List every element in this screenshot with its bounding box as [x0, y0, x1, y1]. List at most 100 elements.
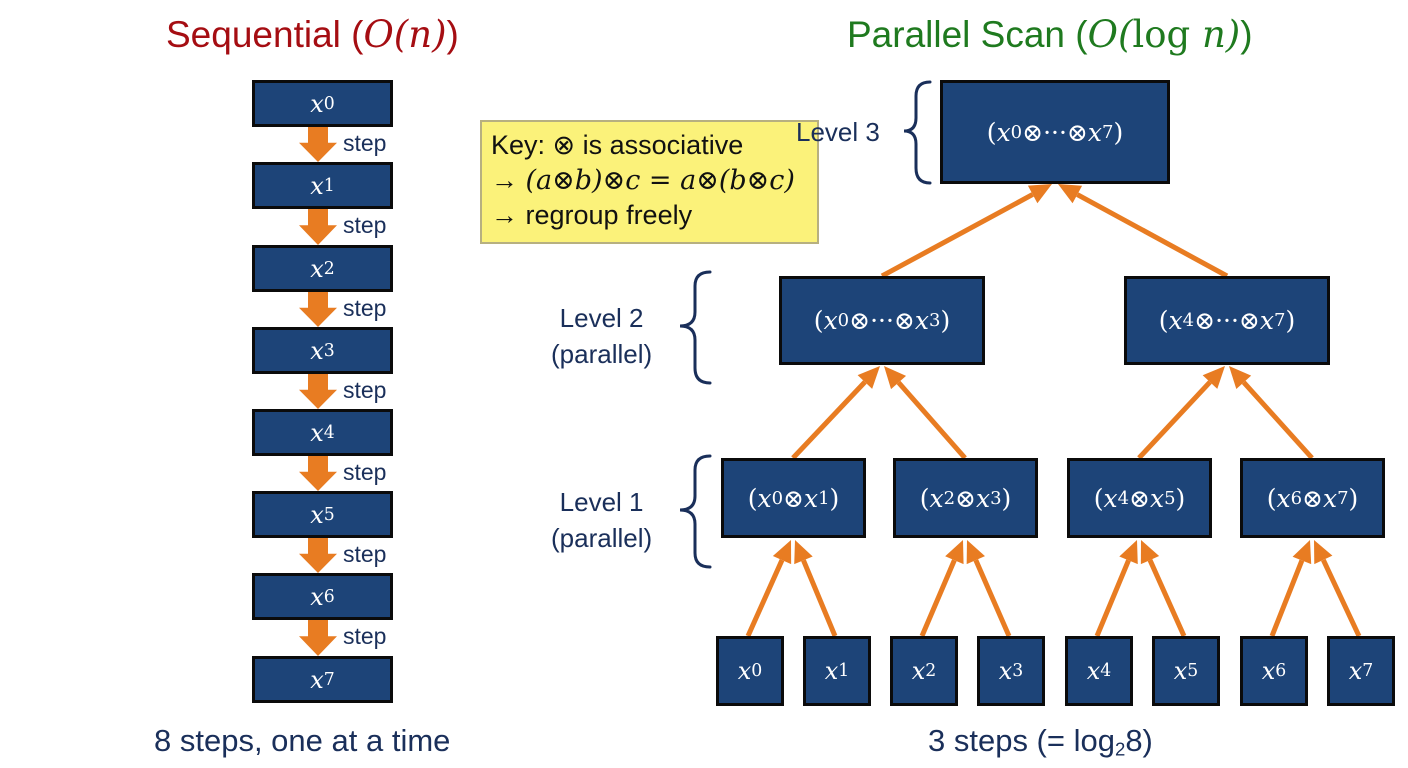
level-3-label: Level 3 — [796, 114, 880, 150]
operand-right-index: 3 — [928, 310, 941, 331]
key-line-2: → (a⊗b)⊗c = a⊗(b⊗c) — [491, 163, 817, 198]
step-label: step — [343, 541, 387, 567]
variable-index: 2 — [323, 258, 335, 279]
variable: x — [310, 500, 324, 529]
parallel-complexity-close: ) — [1225, 13, 1241, 56]
close-paren: ) — [1348, 483, 1359, 513]
level-1-name: Level 1 — [559, 487, 644, 517]
parallel-caption-prefix: 3 steps (= log — [928, 723, 1115, 758]
variable: x — [310, 582, 324, 611]
variable-index: 7 — [323, 669, 335, 690]
variable: x — [1086, 657, 1101, 685]
brace-level2 — [679, 270, 712, 385]
operand-right: x — [914, 306, 929, 335]
step-label: step — [343, 295, 387, 321]
operand-left: x — [1168, 306, 1183, 335]
combine-arrow — [1140, 540, 1187, 638]
step-label: step — [343, 377, 387, 403]
variable: x — [1348, 657, 1363, 685]
operand-left-index: 0 — [771, 487, 784, 509]
operand-right: x — [1322, 483, 1338, 513]
level-1-parallel-note: (parallel) — [551, 523, 653, 553]
level-2-name: Level 2 — [559, 303, 644, 333]
operand-right-index: 7 — [1273, 310, 1286, 331]
operand-right-index: 1 — [818, 487, 830, 509]
step-arrow — [299, 538, 337, 573]
combine-operator: ⊗ — [1129, 483, 1150, 513]
variable: x — [998, 657, 1013, 685]
operand-left-index: 6 — [1290, 487, 1303, 509]
combine-operator: ⊗···⊗ — [1194, 306, 1260, 335]
step-arrow — [299, 620, 337, 656]
tree-arrows — [745, 184, 1362, 638]
variable-index: 2 — [925, 661, 937, 681]
operand-right-index: 5 — [1164, 487, 1176, 509]
operand-left: x — [1276, 483, 1291, 513]
combine-arrow — [1269, 540, 1312, 637]
parallel-title: Parallel Scan (O(log n)) — [847, 16, 1253, 53]
combine-arrow — [1058, 184, 1229, 279]
operand-right-index: 7 — [1337, 487, 1349, 509]
sequential-title-text: Sequential ( — [166, 14, 364, 55]
variable-index: 7 — [1362, 661, 1374, 681]
level-3-name: Level 3 — [796, 117, 880, 147]
sequential-title-close: ) — [446, 14, 459, 55]
parallel-title-close: ) — [1240, 14, 1253, 55]
close-paren: ) — [1001, 483, 1012, 513]
operand-right-index: 7 — [1101, 121, 1114, 143]
step-arrow — [299, 209, 337, 245]
level-braces — [679, 80, 932, 569]
operand-left: x — [996, 117, 1011, 147]
level-2-label: Level 2 (parallel) — [551, 300, 652, 372]
combine-arrow — [791, 366, 880, 460]
sequential-complexity: O(n) — [363, 13, 447, 56]
combine-operator: ⊗···⊗ — [1022, 117, 1088, 147]
sequential-caption: 8 steps, one at a time — [154, 723, 451, 758]
combine-operator: ⊗ — [1302, 483, 1323, 513]
step-label: step — [343, 130, 387, 156]
parallel-caption-suffix: 8) — [1125, 723, 1153, 758]
step-arrow — [299, 127, 337, 162]
close-paren: ) — [940, 306, 951, 335]
variable: x — [911, 657, 926, 685]
variable-index: 5 — [323, 504, 335, 525]
step-label: step — [343, 623, 387, 649]
key-arrow: → — [491, 165, 526, 195]
variable-index: 1 — [323, 175, 335, 196]
variable: x — [1173, 657, 1188, 685]
operand-right: x — [803, 483, 819, 513]
variable-index: 0 — [751, 661, 763, 681]
close-paren: ) — [829, 483, 840, 513]
variable: x — [310, 418, 324, 447]
operand-right: x — [975, 483, 991, 513]
step-label: step — [343, 459, 387, 485]
operand-left-index: 4 — [1182, 310, 1195, 331]
operand-left-index: 2 — [943, 487, 956, 509]
operand-left: x — [929, 483, 944, 513]
parallel-complexity-n: n — [1190, 13, 1226, 56]
level-2-parallel-note: (parallel) — [551, 339, 653, 369]
variable-index: 6 — [1275, 661, 1287, 681]
operand-left: x — [757, 483, 772, 513]
combine-operator: ⊗ — [955, 483, 976, 513]
variable: x — [310, 336, 324, 365]
key-line-1: Key: ⊗ is associative — [491, 130, 744, 160]
variable-index: 3 — [1012, 661, 1024, 681]
step-arrow — [299, 456, 337, 491]
operand-left: x — [1103, 483, 1118, 513]
variable: x — [310, 665, 324, 694]
key-line-3: → regroup freely — [491, 200, 693, 230]
